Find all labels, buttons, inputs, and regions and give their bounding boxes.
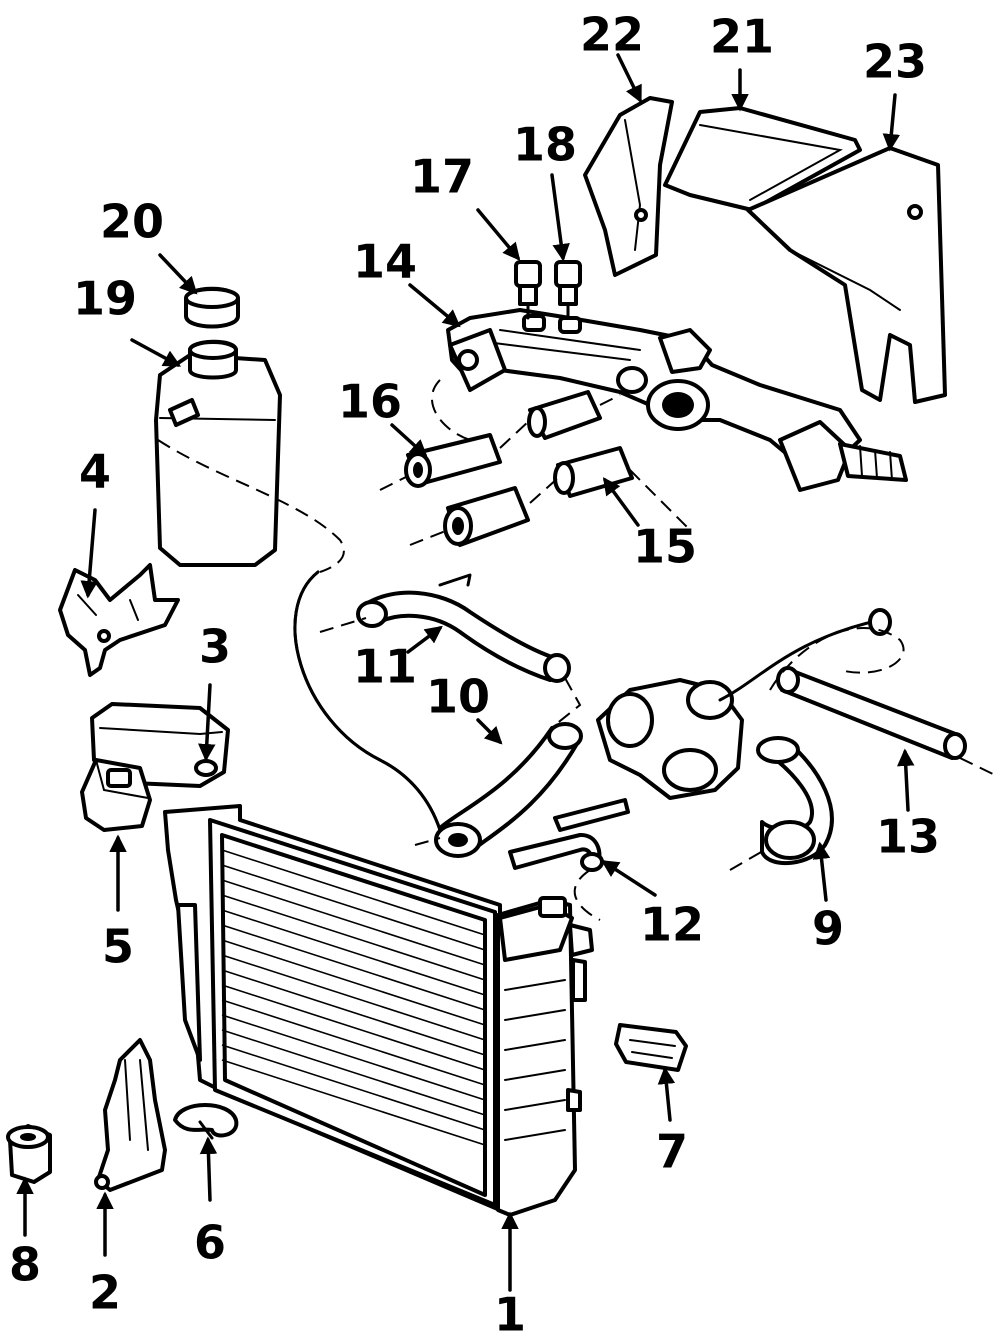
thermostat-housing-part[interactable]	[596, 608, 892, 800]
expansion-tank-part[interactable]	[154, 339, 282, 567]
bracket-shield-22-part[interactable]	[583, 96, 674, 277]
callout-17: 17	[410, 150, 474, 204]
hose-pair-16-part[interactable]	[404, 433, 530, 547]
callout-20: 20	[100, 195, 164, 249]
reservoir-bracket-part[interactable]	[58, 563, 180, 677]
radiator-bracket-part[interactable]	[94, 1038, 167, 1192]
callout-15: 15	[633, 520, 697, 574]
hose-pair-15-part[interactable]	[527, 390, 634, 498]
callout-10: 10	[426, 670, 490, 724]
callout-11: 11	[353, 640, 417, 694]
callout-7: 7	[656, 1125, 688, 1179]
callout-18: 18	[513, 118, 577, 172]
temperature-sensor-18-part[interactable]	[554, 260, 582, 320]
straight-hose-part[interactable]	[776, 666, 967, 760]
callout-21: 21	[710, 10, 774, 64]
radiator-part[interactable]	[163, 804, 594, 1217]
callout-9: 9	[812, 902, 844, 956]
callout-12: 12	[640, 898, 704, 952]
assembly-lines	[157, 379, 996, 921]
leader-lines	[16, 53, 915, 1292]
callout-numbers: 1 2 3 4 5 6 7 8 9 10 11 12 13 14 15 16 1…	[9, 8, 940, 1341]
callout-22: 22	[580, 8, 644, 62]
callout-23: 23	[863, 35, 927, 89]
lower-hose-part[interactable]	[756, 736, 834, 866]
mount-part[interactable]	[80, 758, 152, 832]
temperature-sensor-17-part[interactable]	[514, 260, 542, 320]
callout-2: 2	[89, 1266, 121, 1320]
bypass-hose-part[interactable]	[508, 798, 630, 872]
callout-19: 19	[73, 272, 137, 326]
callout-1: 1	[494, 1288, 526, 1341]
callout-3: 3	[199, 620, 231, 674]
air-duct-21-part[interactable]	[663, 106, 862, 212]
overflow-hose-part[interactable]	[293, 570, 442, 832]
callout-13: 13	[876, 810, 940, 864]
reservoir-cap-part[interactable]	[184, 286, 240, 329]
callout-6: 6	[194, 1216, 226, 1270]
callout-8: 8	[9, 1238, 41, 1292]
callout-14: 14	[353, 235, 417, 289]
fan-shroud-23-part[interactable]	[746, 146, 947, 404]
coolant-pipe-part[interactable]	[446, 308, 908, 492]
connector-part[interactable]	[614, 1023, 688, 1072]
bushing-part[interactable]	[6, 1124, 52, 1184]
callout-16: 16	[338, 375, 402, 429]
upper-hose-part[interactable]	[356, 573, 571, 683]
clamp-part[interactable]	[173, 1103, 239, 1140]
callout-4: 4	[79, 445, 111, 499]
callout-5: 5	[102, 920, 134, 974]
hose-10-part[interactable]	[434, 722, 583, 858]
